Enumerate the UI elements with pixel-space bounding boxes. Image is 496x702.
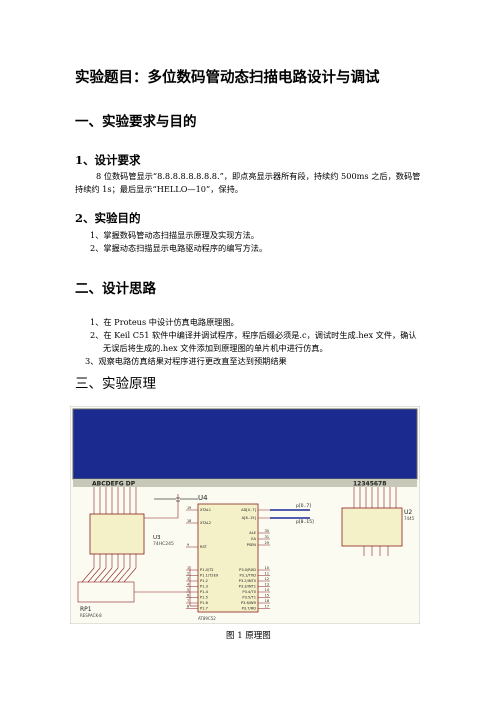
u4-pin-name: AD[0..7] (241, 508, 256, 512)
u4-pin-name: P3.5/T1 (242, 596, 256, 600)
design-item-2: 2、在 Keil C51 软件中编译并调试程序，程序后缀必须是.c，调试时生成.… (90, 330, 417, 340)
design-item-1: 1、在 Proteus 中设计仿真电路原理图。 (90, 317, 239, 327)
u4-pin-number: 29 (265, 541, 269, 545)
rp1-ref: RP1 (80, 606, 92, 613)
u4-pin-name: XTAL1 (200, 508, 211, 512)
u4-ref: U4 (198, 494, 208, 502)
u4-pin-name: P1.0/T2 (200, 568, 214, 572)
section-heading-requirements: 一、实验要求与目的 (75, 114, 197, 130)
design-item-3: 3、观察电路仿真结果对程序进行更改直至达到预期结果 (85, 356, 287, 366)
chip-u2 (341, 507, 403, 547)
u4-pin-name: P3.7/RD (242, 607, 257, 611)
requirement-line-2: 持续约 1s；最后显示“HELLO—10”，保持。 (75, 184, 243, 194)
u4-pin-number: 14 (265, 588, 269, 592)
u4-pin-name: P1.7 (200, 607, 208, 611)
display-digit-label: 12345678 (353, 481, 386, 488)
subheading-purpose: 2、实验目的 (75, 211, 141, 225)
u4-pin-name: P3.4/T0 (242, 590, 256, 594)
chip-u3 (89, 513, 145, 555)
u4-pin-number: 7 (187, 599, 189, 603)
design-item-2-cont: 无误后将生成的.hex 文件添加到原理图的单片机中进行仿真。 (103, 343, 328, 353)
u4-pin-number: 12 (265, 577, 269, 581)
rp1-part: RESPACK-8 (80, 613, 102, 618)
u4-pin-number: 18 (187, 519, 191, 523)
u4-pin-name: ALE (249, 531, 256, 535)
u4-pin-name: EA (251, 537, 256, 541)
u4-pin-name: PSEN (247, 543, 257, 547)
bus-label-1: p[0..7] (296, 503, 311, 509)
u4-pin-number: 30 (265, 529, 269, 533)
u4-pin-name: P3.1/TXD (239, 574, 256, 578)
u4-pin-name: A[8..15] (242, 516, 257, 520)
u4-pin-name: P3.6/WR (241, 601, 257, 605)
u4-pin-number: 5 (187, 588, 189, 592)
subheading-design-requirements: 1、设计要求 (75, 153, 141, 167)
u4-pin-number: 15 (265, 594, 269, 598)
purpose-item-1: 1、掌握数码管动态扫描显示原理及实现方法。 (90, 230, 259, 240)
u4-pin-number: 11 (265, 572, 269, 576)
page-title: 实验题目：多位数码管动态扫描电路设计与调试 (75, 69, 380, 86)
u4-pin-number: 19 (187, 506, 191, 510)
u4-pin-number: 17 (265, 605, 269, 609)
u4-pin-name: P1.2 (200, 579, 208, 583)
u4-pin-name: RST (200, 545, 208, 549)
u4-pin-number: 2 (187, 572, 189, 576)
purpose-item-2: 2、掌握动态扫描显示电路驱动程序的编写方法。 (90, 243, 268, 253)
bus-label-2: p[8..15] (296, 519, 314, 525)
u4-pin-number: 31 (265, 535, 269, 539)
requirement-line-1: 8 位数码管显示“8.8.8.8.8.8.8.8.”，即点亮显示器所有段，持续约… (96, 171, 421, 181)
figure-caption: 图 1 原理图 (226, 631, 271, 641)
u4-pin-name: P3.2/INT0 (239, 579, 257, 583)
u4-pin-number: 16 (265, 599, 269, 603)
chip-u4 (197, 503, 259, 613)
u4-pin-name: P1.4 (200, 590, 209, 594)
u4-pin-name: P1.5 (200, 596, 208, 600)
u4-pin-name: P1.3 (200, 585, 208, 589)
u3-part: 74HC245 (153, 541, 174, 547)
u4-pin-number: 3 (187, 577, 189, 581)
u4-pin-number: 13 (265, 583, 269, 587)
u4-pin-number: 9 (187, 543, 189, 547)
schematic-diagram: ABCDEFG DP 12345678 U3 74HC245 RP1 RESPA… (70, 406, 420, 624)
u4-pin-number: 1 (187, 566, 189, 570)
u4-pin-number: 8 (187, 605, 189, 609)
section-heading-principle: 三、实验原理 (75, 376, 156, 392)
u4-pin-name: P1.1/T2EX (200, 574, 219, 578)
u4-pin-name: XTAL2 (200, 521, 211, 525)
led-display-panel (72, 408, 418, 480)
u3-ref: U3 (153, 535, 161, 541)
display-segment-label: ABCDEFG DP (92, 481, 136, 488)
u4-pin-number: 4 (187, 583, 189, 587)
u4-pin-number: 10 (265, 566, 269, 570)
u2-ref: U2 (404, 509, 412, 516)
u4-pin-name: P3.0/RXD (239, 568, 256, 572)
u4-pin-name: P1.6 (200, 601, 209, 605)
u4-part: AT89C52 (198, 616, 216, 621)
u4-pin-number: 6 (187, 594, 189, 598)
u2-part: 7445 (404, 516, 415, 521)
u4-pin-name: P3.3/INT1 (239, 585, 256, 589)
section-heading-design: 二、设计思路 (75, 281, 156, 297)
